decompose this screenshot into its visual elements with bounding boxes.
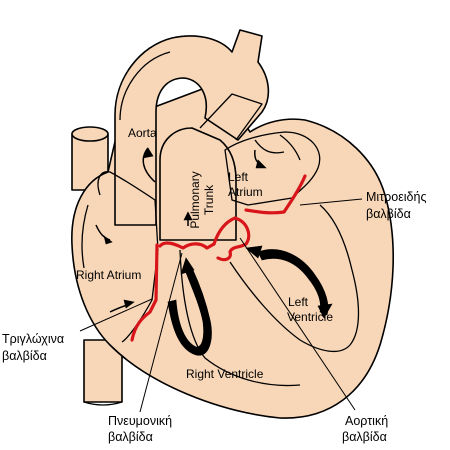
mitral-valve: [244, 174, 307, 215]
aorta-label: Aorta: [128, 126, 157, 140]
pulmonary-valve-label-line-2: βαλβίδα: [108, 430, 153, 444]
pulmonary-trunk-label: Pulmonary Trunk: [188, 171, 216, 228]
left-atrium-label-line-1: Left: [228, 170, 249, 184]
aortic-valve-label-line-2: βαλβίδα: [342, 430, 387, 444]
pulmonary-trunk: [159, 93, 263, 241]
pulmonary-trunk-label-line-1: Pulmonary: [188, 171, 202, 228]
right-ventricle-label: Right Ventricle: [186, 367, 264, 381]
tricuspid-valve-label-line-1: Τριγλώχινα: [2, 332, 64, 346]
left-ventricle-label-line-2: Ventricle: [287, 310, 333, 324]
mitral-valve-label-line-1: Μιτροειδής: [366, 190, 426, 204]
left-atrium-label-line-2: Atrium: [228, 185, 263, 199]
tricuspid-valve: [130, 243, 159, 342]
pulmonary-trunk-label-line-2: Trunk: [202, 184, 216, 215]
pulmonary-valve: [158, 241, 216, 250]
flow-arrows: [95, 147, 267, 313]
aortic-valve: [212, 216, 251, 262]
tricuspid-valve-label-line-2: βαλβίδα: [2, 349, 47, 363]
right-atrium-label: Right Atrium: [76, 268, 141, 282]
pulmonary-valve-label-line-1: Πνευμονική: [108, 414, 172, 428]
mitral-valve-label-line-2: βαλβίδα: [366, 207, 411, 221]
aortic-arch: [114, 29, 270, 226]
leader-lines: [79, 198, 363, 413]
aortic-valve-label-line-1: Αορτική: [345, 414, 388, 428]
left-ventricle-label-line-1: Left: [288, 295, 309, 309]
valves: [130, 174, 307, 342]
left-ventricle-outline: [229, 204, 360, 353]
